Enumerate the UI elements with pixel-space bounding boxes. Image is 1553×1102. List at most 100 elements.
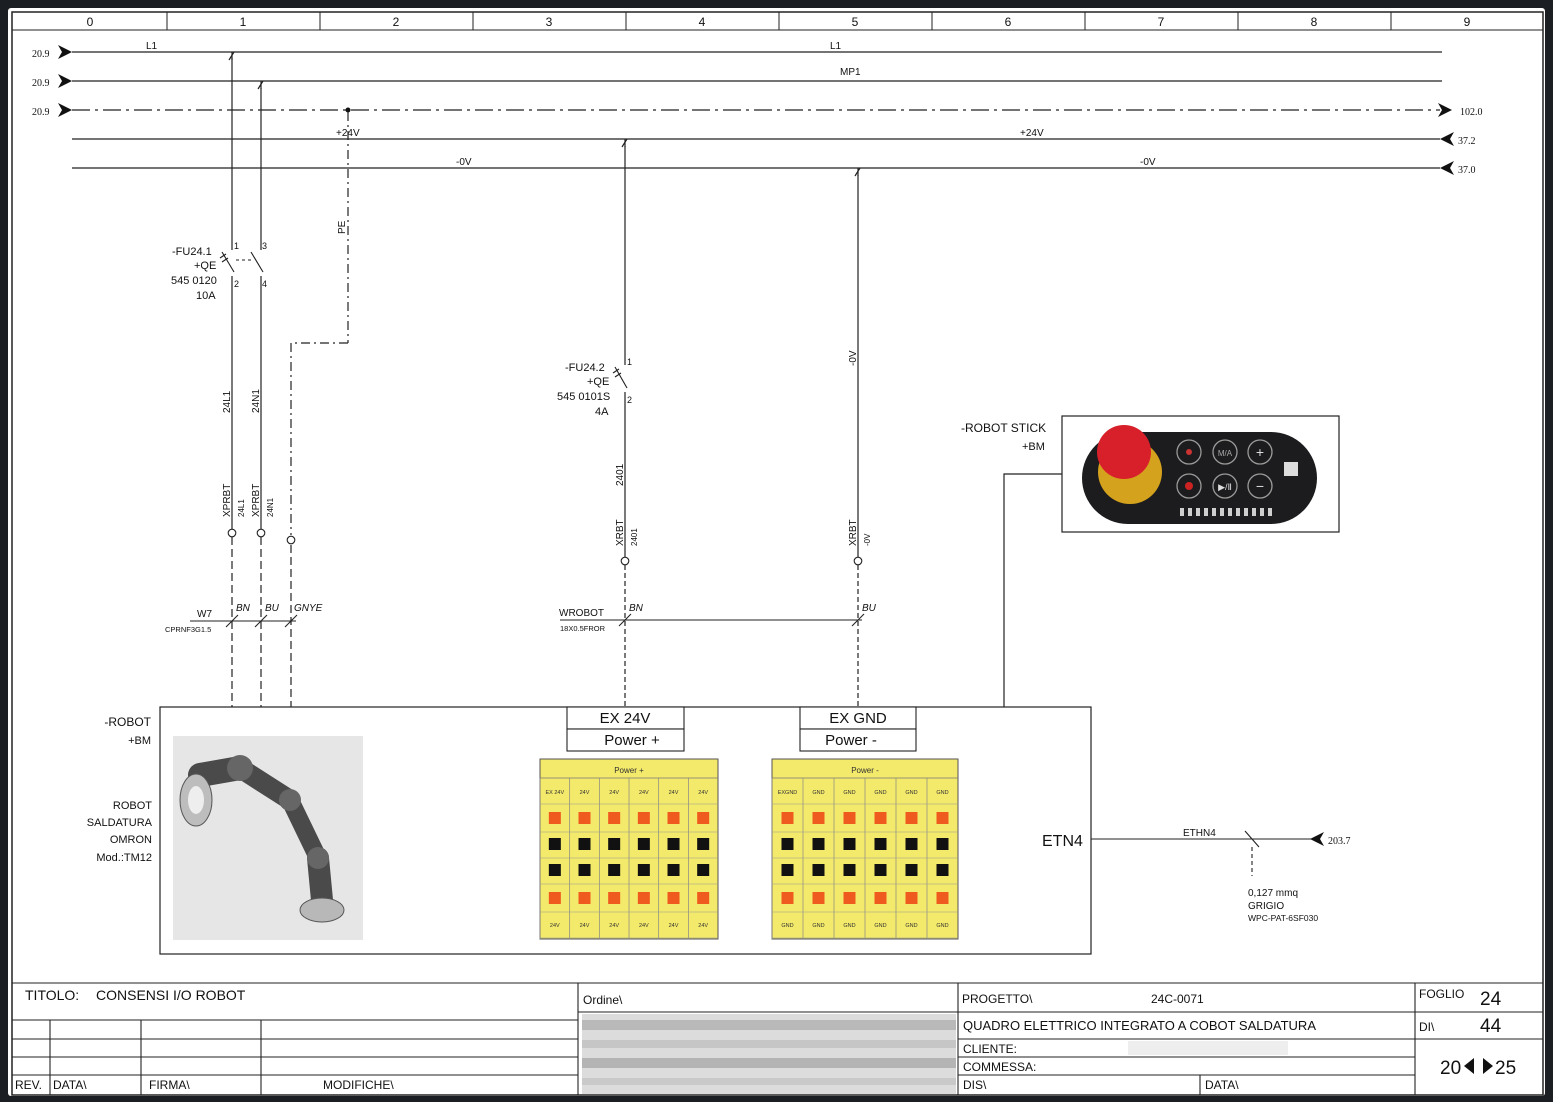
terminal-slot-icon [697, 838, 710, 850]
foglio-label: FOGLIO [1419, 987, 1464, 1001]
terminal-slot-icon [936, 892, 949, 904]
data2-label: DATA\ [1205, 1078, 1239, 1092]
etn-section: 0,127 mmq [1248, 888, 1298, 899]
terminal-slot-icon [812, 892, 825, 904]
terminal-slot-icon [578, 892, 591, 904]
etn-arrow-icon [1310, 832, 1324, 846]
year-suffix: 25 [1495, 1058, 1516, 1079]
terminal-slot-icon [548, 864, 561, 876]
terminal-3 [620, 556, 630, 566]
conductors [231, 58, 1062, 707]
titolo-label: TITOLO: [25, 987, 79, 1003]
terminal-slot-icon [936, 812, 949, 824]
terminal-slot-icon [874, 812, 887, 824]
label-0v-left: -0V [456, 157, 472, 168]
t4-name: XRBT [848, 519, 859, 546]
robot-desc-2: SALDATURA [87, 817, 153, 829]
terminal-slot-icon [667, 812, 680, 824]
power-minus-panel: Power - EXGNDGNDGNDGNDGNDGNDGNDGNDGNDGND… [771, 758, 959, 940]
t4-wire: -0V [863, 533, 872, 546]
foglio-value: 24 [1480, 989, 1502, 1010]
ref-left-1: 20.9 [32, 49, 50, 60]
dis-label: DIS\ [963, 1078, 987, 1092]
cable-w7-type: CPRNF3G1.5 [165, 625, 211, 634]
terminal-slot-icon [812, 864, 825, 876]
terminal-slot-icon [548, 892, 561, 904]
prev-sheet-icon[interactable] [1464, 1058, 1474, 1074]
etn-color: GRIGIO [1248, 901, 1284, 912]
terminal-slot-icon [667, 892, 680, 904]
progetto-value: 24C-0071 [1151, 992, 1204, 1006]
fu241-loc: +QE [194, 260, 216, 272]
robot-arm-image [173, 736, 363, 940]
panel-pin-label: GND [936, 923, 948, 929]
terminal-slot-icon [637, 892, 650, 904]
commessa-label: COMMESSA: [963, 1060, 1036, 1074]
fu242-rating: 4A [595, 406, 609, 418]
label-24v-right: +24V [1020, 128, 1044, 139]
cable-w7-bn: BN [236, 603, 251, 614]
wire-24l1: 24L1 [222, 390, 233, 413]
terminal-slot-icon [812, 838, 825, 850]
svg-text:▶/Ⅱ: ▶/Ⅱ [1218, 482, 1232, 492]
label-mp1: MP1 [840, 67, 861, 78]
terminal-slot-icon [637, 864, 650, 876]
ref-right-3: 37.0 [1458, 165, 1476, 176]
bus-arrows [58, 45, 1454, 175]
panel-pin-label: GND [936, 790, 948, 796]
project-description: QUADRO ELETTRICO INTEGRATO A COBOT SALDA… [963, 1018, 1316, 1033]
pe-junction [345, 107, 351, 113]
fu241-rating: 10A [196, 290, 216, 302]
titolo-value: CONSENSI I/O ROBOT [96, 987, 246, 1003]
terminal-slot-icon [697, 892, 710, 904]
modifiche-label: MODIFICHE\ [323, 1078, 394, 1092]
paper [8, 8, 1545, 1096]
terminal-slot-icon [843, 892, 856, 904]
fuse-fu24-1 [219, 251, 264, 273]
svg-text:−: − [1256, 478, 1264, 494]
bus-arrow-right-3 [1440, 161, 1454, 175]
terminal-slot-icon [843, 838, 856, 850]
fu241-pin2: 2 [234, 279, 239, 289]
panel-pin-label: 24V [639, 790, 649, 796]
exgnd-sub: Power - [825, 732, 877, 749]
fu242-tag: -FU24.2 [565, 362, 605, 374]
robot-stick-image: M/A + − ▶/Ⅱ [1061, 415, 1340, 533]
year-prefix: 20 [1440, 1058, 1461, 1079]
terminal-slot-icon [667, 838, 680, 850]
terminal-slot-icon [548, 812, 561, 824]
next-sheet-icon[interactable] [1483, 1058, 1493, 1074]
svg-text:M/A: M/A [1218, 449, 1233, 458]
cable-w7-gnye: GNYE [294, 603, 323, 614]
terminal-slot-icon [608, 838, 621, 850]
panel-pin-label: 24V [639, 923, 649, 929]
robot-desc-3: OMRON [110, 834, 152, 846]
cable-wrobot-bn: BN [629, 603, 644, 614]
terminal-slot-icon [781, 892, 794, 904]
terminal-slot-icon [905, 812, 918, 824]
robot-loc: +BM [128, 735, 151, 747]
col-4: 4 [699, 15, 706, 29]
progetto-label: PROGETTO\ [962, 992, 1033, 1006]
t2-wire: 24N1 [266, 497, 275, 517]
panel-pin-label: 24V [669, 790, 679, 796]
col-8: 8 [1311, 15, 1318, 29]
terminal-slot-icon [905, 864, 918, 876]
stick-btn-plus-icon [1247, 439, 1273, 465]
fu242-loc: +QE [587, 376, 609, 388]
wire-0v: -0V [848, 350, 859, 366]
panel-pin-label: 24V [609, 790, 619, 796]
terminal-slot-icon [781, 812, 794, 824]
robot-stick-tag: -ROBOT STICK [961, 421, 1046, 435]
terminal-slot-icon [578, 812, 591, 824]
fu241-pin4: 4 [262, 279, 267, 289]
label-l1-center: L1 [830, 41, 842, 52]
terminal-slot-icon [781, 838, 794, 850]
panel-pin-label: GND [905, 923, 917, 929]
col-0: 0 [87, 15, 94, 29]
panel-pin-label: 24V [580, 790, 590, 796]
robot-stick-loc: +BM [1022, 441, 1045, 453]
panel-pin-label: GND [812, 790, 824, 796]
exgnd-header [799, 706, 917, 752]
terminal-slot-icon [812, 812, 825, 824]
